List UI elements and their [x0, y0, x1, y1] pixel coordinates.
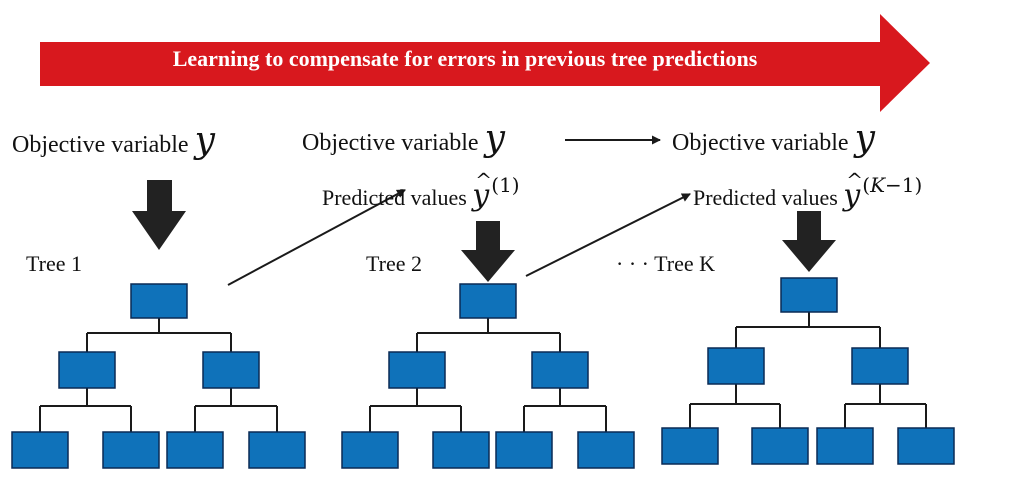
- objective-variable-text: Objective variable: [302, 130, 479, 156]
- objective-y-symbol: y: [854, 118, 875, 159]
- objective-variable-label-tree-k: Objective variable y: [672, 121, 875, 157]
- tree-node: [495, 431, 553, 469]
- connector-arrow-tree1-to-prediction: [227, 189, 406, 286]
- tree-node: [388, 351, 446, 389]
- big-down-arrow-tree-k: [782, 211, 836, 272]
- connector-arrow-tree2-to-prediction: [525, 193, 691, 277]
- tree-edge: [523, 388, 607, 432]
- tree-node: [897, 427, 955, 465]
- superscript-k-minus-1: (K−1): [862, 173, 923, 197]
- tree-node: [11, 431, 69, 469]
- tree-node: [577, 431, 635, 469]
- tree-edge: [735, 312, 881, 348]
- predicted-values-label-tree-k: Predicted values y(K−1): [693, 170, 923, 211]
- predicted-y-hat-symbol: y: [843, 170, 863, 211]
- tree-edge: [86, 318, 232, 352]
- objective-variable-label-tree-1: Objective variable y: [12, 123, 215, 159]
- tree-edge: [416, 318, 561, 352]
- tree-1-label: Tree 1: [26, 251, 83, 276]
- objective-variable-label-tree-2: Objective variable y: [302, 121, 505, 157]
- objective-y-symbol: y: [484, 118, 505, 159]
- tree-2: [341, 283, 635, 469]
- tree-node: [751, 427, 809, 465]
- tree-node: [248, 431, 306, 469]
- tree-node: [341, 431, 399, 469]
- tree-k: [661, 277, 955, 465]
- big-down-arrow-tree-2: [461, 221, 515, 282]
- tree-node: [661, 427, 719, 465]
- tree-2-edges: [369, 318, 607, 432]
- banner-title: Learning to compensate for errors in pre…: [172, 46, 758, 71]
- tree-node: [58, 351, 116, 389]
- predicted-y-hat-symbol: y: [472, 170, 492, 211]
- objective-variable-text: Objective variable: [12, 132, 189, 158]
- tree-node: [202, 351, 260, 389]
- tree-node: [130, 283, 188, 319]
- tree-node: [816, 427, 874, 465]
- objective-y-symbol: y: [194, 120, 215, 161]
- tree-node: [459, 283, 517, 319]
- tree-node: [707, 347, 765, 385]
- tree-k-edges: [689, 312, 927, 428]
- tree-node: [166, 431, 224, 469]
- tree-edge: [689, 384, 781, 428]
- tree-1-edges: [39, 318, 278, 432]
- tree-node: [780, 277, 838, 313]
- tree-edge: [844, 384, 927, 428]
- tree-2-label: Tree 2: [366, 251, 423, 276]
- tree-edge: [39, 388, 132, 432]
- tree-node: [432, 431, 490, 469]
- tree-node: [102, 431, 160, 469]
- predicted-values-label-tree-2: Predicted values y(1): [322, 170, 520, 211]
- superscript-1: (1): [491, 173, 520, 197]
- banner-arrow: [40, 14, 930, 112]
- objective-variable-text: Objective variable: [672, 130, 849, 156]
- tree-edge: [194, 388, 278, 432]
- tree-node: [531, 351, 589, 389]
- tree-node: [851, 347, 909, 385]
- tree-edge: [369, 388, 462, 432]
- tree-k-label: · · · Tree K: [616, 251, 715, 276]
- predicted-values-text: Predicted values: [693, 185, 838, 210]
- tree-1: [11, 283, 306, 469]
- predicted-values-text: Predicted values: [322, 185, 467, 210]
- big-down-arrow-tree-1: [132, 180, 186, 250]
